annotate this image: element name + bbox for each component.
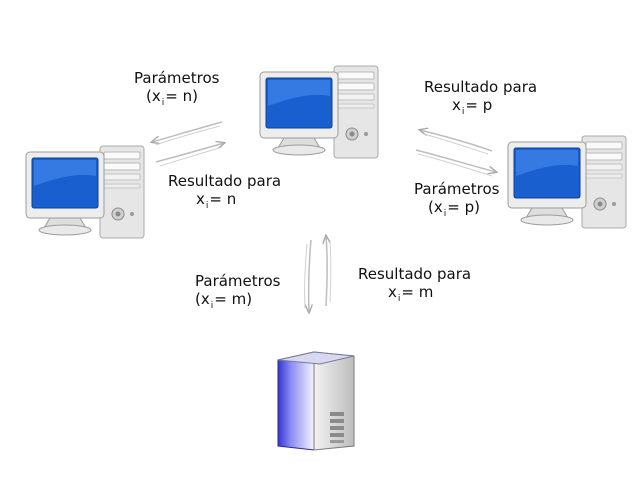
label-result-n-formula: xi= n xyxy=(196,190,237,211)
computer-left-icon xyxy=(25,145,145,239)
label-params-m-title: Parámetros xyxy=(195,272,281,290)
label-params-n-formula: (xi= n) xyxy=(146,87,198,108)
label-result-m-formula: xi= m xyxy=(388,283,434,304)
label-result-p: Resultado para xi= p xyxy=(424,78,537,121)
label-params-n-title: Parámetros xyxy=(134,69,220,87)
label-params-p: Parámetros (xi= p) xyxy=(414,180,499,223)
label-params-p-title: Parámetros xyxy=(414,180,500,198)
arrow-result-from-right xyxy=(420,130,493,155)
arrow-result-from-left xyxy=(155,143,224,167)
label-result-m: Resultado para xi= m xyxy=(358,265,471,308)
label-params-m: Parámetros (xi= m) xyxy=(195,272,280,315)
label-params-n: Parámetros (xi= n) xyxy=(134,69,219,112)
label-result-n-title: Resultado para xyxy=(168,172,282,190)
label-result-m-title: Resultado para xyxy=(358,265,472,283)
label-result-p-formula: xi= p xyxy=(452,96,493,117)
arrow-params-to-right xyxy=(415,149,496,177)
computer-top-icon xyxy=(259,65,379,159)
label-result-p-title: Resultado para xyxy=(424,78,538,96)
server-icon xyxy=(277,351,355,451)
label-result-n: Resultado para xi= n xyxy=(168,172,281,215)
arrow-params-to-left xyxy=(152,121,223,146)
label-params-m-formula: (xi= m) xyxy=(195,290,253,311)
computer-right-icon xyxy=(507,135,627,229)
arrow-params-to-server xyxy=(304,239,311,312)
label-params-p-formula: (xi= p) xyxy=(428,198,480,219)
arrow-result-from-server xyxy=(326,236,332,307)
